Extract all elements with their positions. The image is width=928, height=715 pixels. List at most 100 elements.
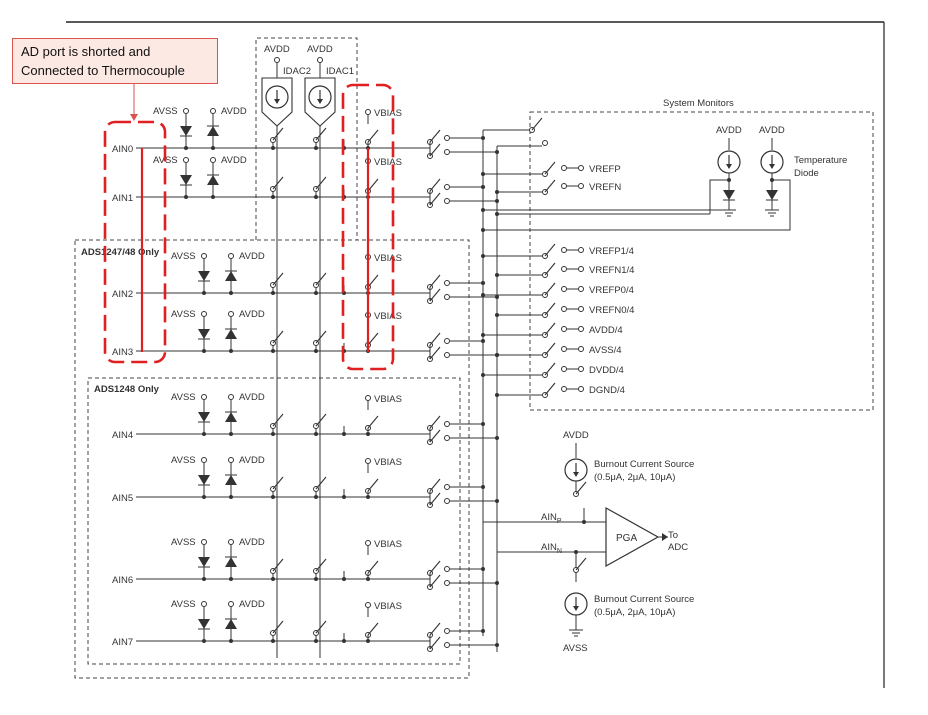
mux-p-switch: [426, 332, 441, 349]
highlight-ain-ports: [103, 120, 167, 364]
avss-diode-icon: [198, 557, 210, 567]
temp-right-current-icon: [760, 150, 784, 174]
avdd-label: AVDD: [239, 599, 265, 610]
monitor-item-0: VREFP: [481, 161, 621, 178]
avss-label: AVSS: [171, 455, 196, 466]
mux-n-switch: [426, 492, 441, 509]
burnout-bottom-label-2: (0.5μA, 2μA, 10μA): [594, 607, 675, 618]
pga-amplifier: [605, 506, 660, 568]
avss-label: AVSS: [171, 251, 196, 262]
mux-p-switch: [426, 622, 441, 639]
ain-label: AIN2: [112, 289, 133, 300]
monitor-switch: [541, 243, 556, 260]
highlight-vbias: [341, 83, 395, 371]
avss-diode-icon: [180, 126, 192, 136]
vbias-label: VBIAS: [374, 157, 402, 168]
input-row-7: AIN7 AVSS AVDD VBIAS: [112, 599, 499, 653]
temp-right-diode-icon: [766, 190, 778, 200]
avdd-label: AVDD: [221, 155, 247, 166]
monitor-label: VREFP0/4: [589, 285, 634, 296]
avss-diode-icon: [198, 271, 210, 281]
avdd-diode-icon: [207, 126, 219, 136]
temp-left-diode-icon: [723, 190, 735, 200]
avss-diode-icon: [198, 329, 210, 339]
avdd-diode-icon: [207, 175, 219, 185]
annotation-callout: AD port is shorted and Connected to Ther…: [12, 38, 218, 84]
burnout-bottom-label-1: Burnout Current Source: [594, 594, 694, 605]
idac-avdd-left-label: AVDD: [264, 44, 290, 55]
idac2-label: IDAC2: [283, 66, 311, 77]
mux-n-switch: [426, 143, 441, 160]
temp-left-current-icon: [717, 150, 741, 174]
avdd-label: AVDD: [239, 251, 265, 262]
avdd-diode-icon: [225, 412, 237, 422]
monitor-label: VREFP1/4: [589, 246, 634, 257]
monitor-label: AVSS/4: [589, 345, 622, 356]
monitor-item-3: VREFN1/4: [495, 262, 634, 279]
avss-diode-icon: [180, 175, 192, 185]
burnout-bottom-ground-icon: [568, 629, 584, 637]
temp-diode-label-2: Diode: [794, 168, 819, 179]
monitor-switch: [541, 322, 556, 339]
vbias-label: VBIAS: [374, 601, 402, 612]
burnout-bottom-supply-label: AVSS: [563, 643, 588, 654]
idac1-label: IDAC1: [326, 66, 354, 77]
monitor-label: VREFP: [589, 164, 621, 175]
monitor-switches: VREFPVREFNVREFP1/4VREFN1/4VREFP0/4VREFN0…: [481, 117, 634, 399]
vbias-label: VBIAS: [374, 457, 402, 468]
temp-avdd-right-label: AVDD: [759, 125, 785, 136]
avss-label: AVSS: [171, 599, 196, 610]
monitor-item-9: DGND/4: [495, 382, 625, 399]
avss-diode-icon: [198, 475, 210, 485]
ain-label: AIN7: [112, 637, 133, 648]
monitor-item-4: VREFP0/4: [481, 282, 634, 299]
monitor-switch: [541, 382, 556, 399]
ain-label: AIN3: [112, 347, 133, 358]
vbias-label: VBIAS: [374, 394, 402, 405]
region-system-monitors-label: System Monitors: [663, 98, 734, 109]
ain-label: AIN1: [112, 193, 133, 204]
idac1-current-icon: [308, 85, 332, 109]
pga-out-label-1: To: [668, 530, 678, 541]
mux-p-switch: [426, 560, 441, 577]
avdd-label: AVDD: [239, 309, 265, 320]
vbias-switch: [364, 560, 379, 577]
pga-out-label-2: ADC: [668, 542, 688, 553]
mux-n-switch: [426, 346, 441, 363]
avdd-label: AVDD: [239, 537, 265, 548]
pga-in-n-label: AINN: [541, 542, 562, 555]
mux-n-switch: [426, 574, 441, 591]
avdd-label: AVDD: [221, 106, 247, 117]
temp-right-ground-icon: [764, 209, 780, 217]
avdd-diode-icon: [225, 475, 237, 485]
region-idac: [255, 37, 358, 240]
avdd-diode-icon: [225, 619, 237, 629]
avss-label: AVSS: [171, 309, 196, 320]
temp-avdd-left-label: AVDD: [716, 125, 742, 136]
mux-p-switch: [426, 478, 441, 495]
burnout-top-switch: [572, 481, 587, 498]
avss-diode-icon: [198, 619, 210, 629]
ain-label: AIN4: [112, 430, 133, 441]
pga-label: PGA: [616, 533, 637, 544]
mux-n-switch: [426, 429, 441, 446]
monitor-label: VREFN: [589, 182, 621, 193]
callout-arrow-icon: [130, 114, 138, 121]
monitor-top-switch: [528, 117, 543, 134]
mux-p-switch: [426, 415, 441, 432]
monitor-item-2: VREFP1/4: [481, 243, 634, 260]
monitor-switch: [541, 302, 556, 319]
region-ads1247-48: [74, 239, 470, 679]
avdd-diode-icon: [225, 557, 237, 567]
monitor-item-1: VREFN: [495, 179, 621, 196]
vbias-switch: [364, 478, 379, 495]
monitor-label: AVDD/4: [589, 325, 623, 336]
monitor-switch: [541, 362, 556, 379]
